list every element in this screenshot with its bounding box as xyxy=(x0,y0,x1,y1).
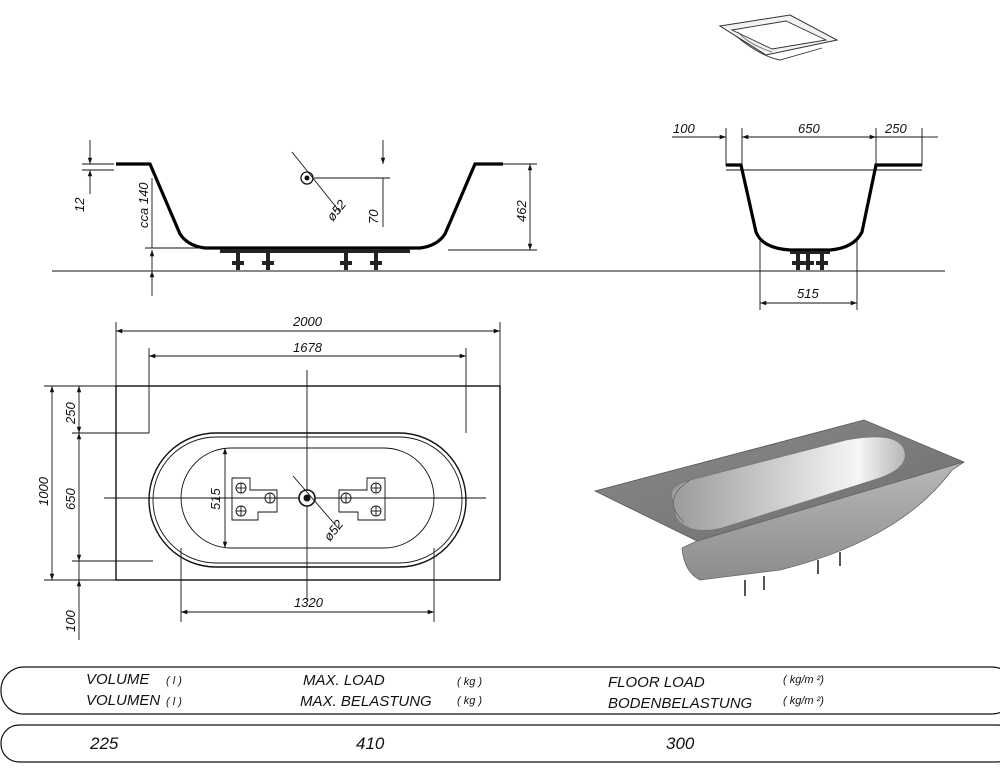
foot-plate-left xyxy=(231,477,278,521)
plan-width-label: 1000 xyxy=(36,476,51,506)
side-overflow-height-label: 70 xyxy=(366,209,381,224)
plan-top-margin-label: 250 xyxy=(63,402,78,425)
bathtub-side-profile xyxy=(116,162,503,250)
specification-table: VOLUME VOLUMEN ( l ) ( l ) MAX. LOAD MAX… xyxy=(0,666,1000,763)
floor-label-de: BODENBELASTUNG xyxy=(608,695,753,712)
plan-bottom-width-label: 515 xyxy=(208,488,223,510)
support-feet-end xyxy=(790,251,830,270)
load-label-de: MAX. BELASTUNG xyxy=(300,693,432,710)
bathtub-thumbnail xyxy=(718,14,839,61)
bathtub-end-profile xyxy=(726,163,922,252)
plan-bottom-length-label: 1320 xyxy=(294,595,324,610)
end-left-label: 100 xyxy=(673,121,695,136)
floor-label-en: FLOOR LOAD xyxy=(608,674,705,691)
side-section-view: ø52 12 cca 140 70 462 xyxy=(52,140,945,296)
floor-unit-en: ( kg/m ²) xyxy=(783,674,824,686)
plan-view: ø52 2000 1678 1320 1000 250 650 100 515 xyxy=(36,314,501,640)
plan-inner-width-label: 650 xyxy=(63,488,78,510)
plan-length-label: 2000 xyxy=(292,314,323,329)
table-values-frame xyxy=(0,724,1000,763)
overflow-leader xyxy=(291,151,341,213)
volume-label-de: VOLUMEN xyxy=(86,692,160,709)
load-unit-de: ( kg ) xyxy=(457,695,482,707)
floor-load-value: 300 xyxy=(666,734,695,753)
side-total-height-label: 462 xyxy=(514,200,529,222)
end-bottom-label: 515 xyxy=(797,286,819,301)
max-load-value: 410 xyxy=(356,734,385,753)
load-label-en: MAX. LOAD xyxy=(303,672,385,689)
end-section-view: 100 650 250 515 xyxy=(672,121,938,310)
plan-inner-length-label: 1678 xyxy=(293,340,323,355)
load-unit-en: ( kg ) xyxy=(457,676,482,688)
support-feet-side xyxy=(220,249,410,270)
side-rim-label: 12 xyxy=(72,197,87,212)
table-header-frame xyxy=(0,666,1000,715)
plan-outline xyxy=(115,385,501,581)
side-depth-label: cca 140 xyxy=(136,182,151,228)
end-width-label: 650 xyxy=(798,121,820,136)
plan-inner-outer xyxy=(148,432,467,568)
floor-unit-de: ( kg/m ²) xyxy=(783,695,824,707)
plan-drain-diameter-label: ø52 xyxy=(321,516,347,543)
plan-bottom-margin-label: 100 xyxy=(63,610,78,632)
foot-plate-right xyxy=(338,477,386,521)
volume-unit-de: ( l ) xyxy=(166,696,182,708)
volume-unit-en: ( l ) xyxy=(166,675,182,687)
bathtub-3d-render xyxy=(593,419,966,596)
end-right-label: 250 xyxy=(884,121,907,136)
volume-label-en: VOLUME xyxy=(86,671,150,688)
plan-inner-inner xyxy=(152,436,463,564)
volume-value: 225 xyxy=(89,734,119,753)
side-overflow-diameter-label: ø52 xyxy=(324,196,350,223)
